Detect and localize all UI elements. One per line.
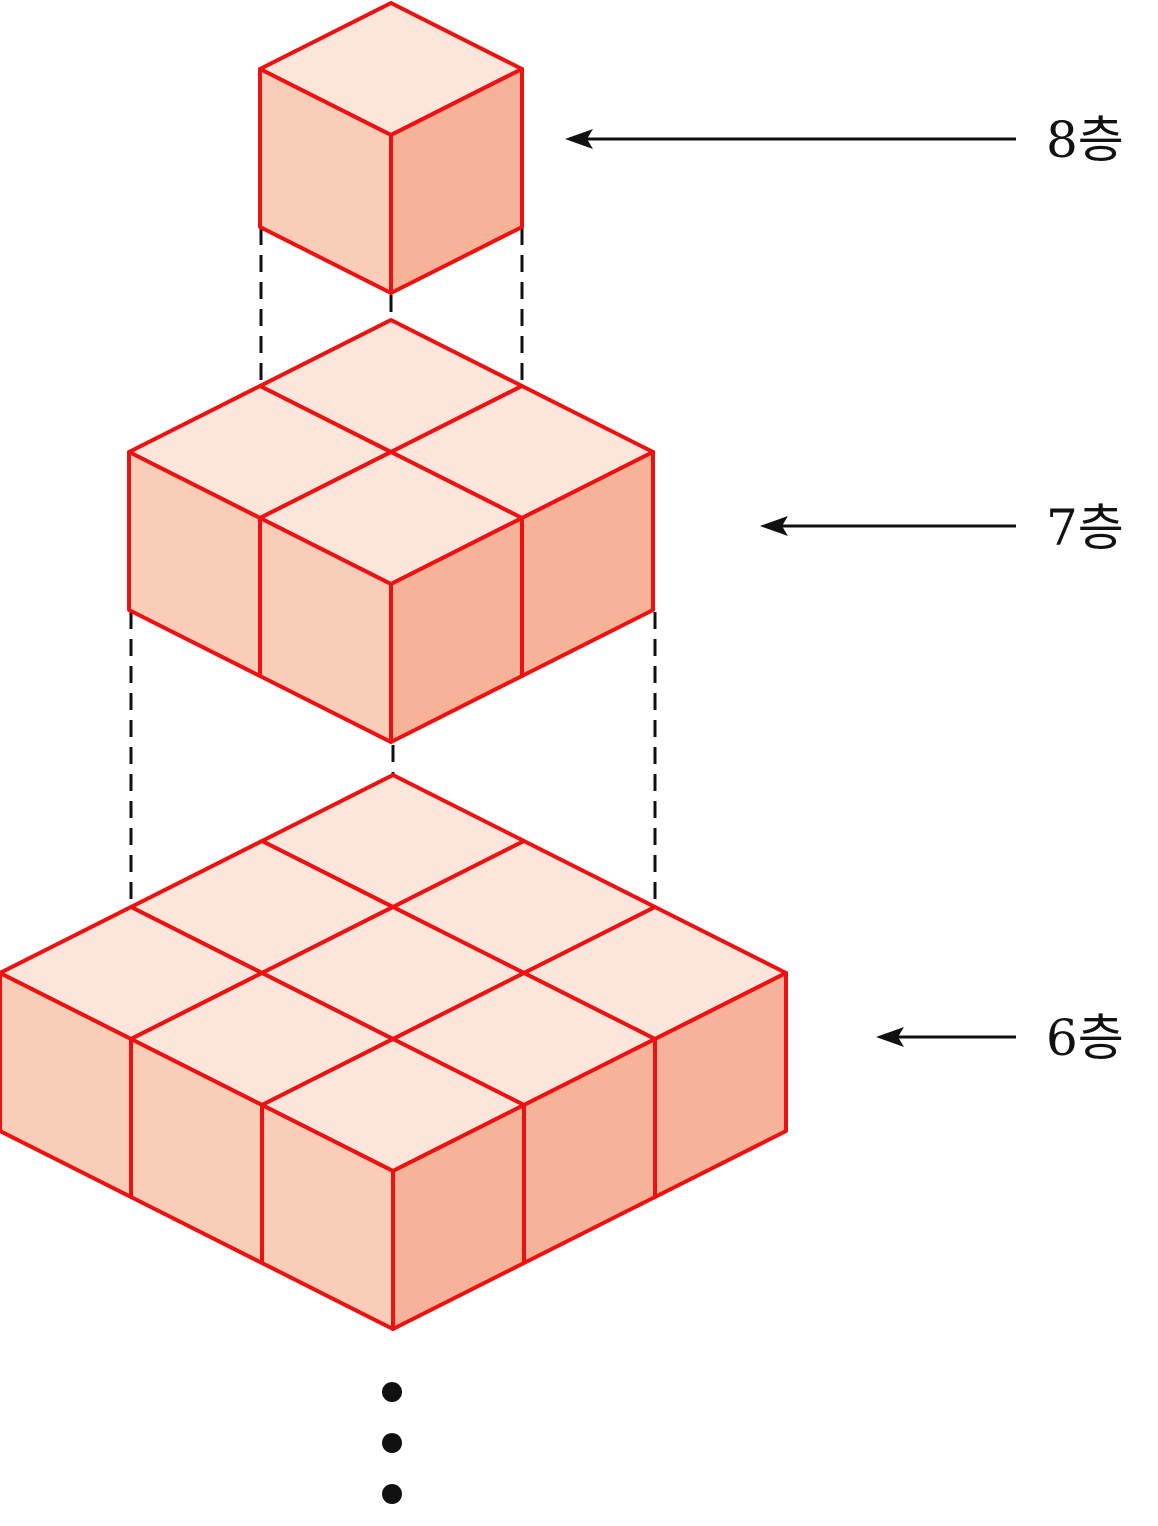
layer-arrows — [565, 129, 1016, 1047]
layer-label-7: 7층 — [1046, 499, 1124, 557]
cube-layer-middle — [127, 318, 655, 744]
continuation-dots — [382, 1382, 402, 1504]
cube-right-face — [389, 67, 524, 295]
arrow-layer-8-head — [565, 129, 593, 149]
layer-label-6: 6층 — [1046, 1009, 1124, 1067]
cube-layers — [0, 1, 788, 1331]
layer-labels: 8층 7층 6층 — [1046, 111, 1124, 1067]
continuation-dot — [382, 1382, 402, 1402]
cube-right-face — [391, 1103, 526, 1331]
cube-layer-top — [258, 1, 524, 295]
cube-layer-bottom — [0, 773, 788, 1331]
cube-right-face — [389, 516, 524, 744]
layer-label-8: 8층 — [1046, 111, 1124, 169]
continuation-dot — [382, 1433, 402, 1453]
arrow-layer-7-head — [760, 516, 788, 536]
continuation-dot — [382, 1484, 402, 1504]
arrow-layer-6-head — [876, 1027, 904, 1047]
